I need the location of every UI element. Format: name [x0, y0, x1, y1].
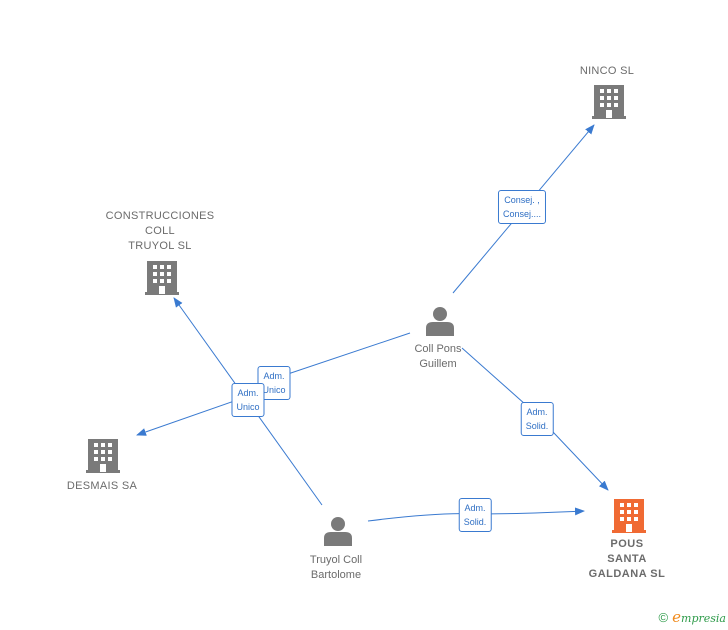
brand-initial: e — [672, 608, 682, 626]
person-icon[interactable] — [426, 307, 454, 336]
node-label-coll-pons[interactable]: Coll Pons Guillem — [414, 343, 462, 370]
building-icon[interactable] — [145, 261, 179, 295]
building-icon[interactable] — [86, 439, 120, 473]
building-icon[interactable] — [612, 499, 646, 533]
edge-label-truyol-pous: Adm. Solid. — [458, 498, 492, 532]
node-label-ninco[interactable]: NINCO SL — [579, 65, 635, 77]
copyright-symbol: © — [658, 610, 669, 625]
edge-label-collpons-ninco: Consej. , Consej.... — [497, 190, 547, 224]
brand-name: mpresia — [681, 612, 726, 625]
node-label-desmais[interactable]: DESMAIS SA — [66, 480, 138, 492]
person-icon[interactable] — [324, 517, 352, 546]
edge-collpons-construcciones — [269, 332, 411, 381]
edge-label-truyol-desmais: Adm. Unico — [231, 383, 265, 417]
edge-label-collpons-pous: Adm. Solid. — [520, 402, 554, 436]
empresia-logo: ©empresia — [659, 608, 726, 626]
node-label-construcciones[interactable]: CONSTRUCCIONES COLL TRUYOL SL — [105, 210, 215, 252]
node-label-truyol[interactable]: Truyol Coll Bartolome — [309, 554, 363, 581]
building-icon[interactable] — [592, 85, 626, 119]
node-label-pous[interactable]: POUS SANTA GALDANA SL — [588, 538, 666, 580]
